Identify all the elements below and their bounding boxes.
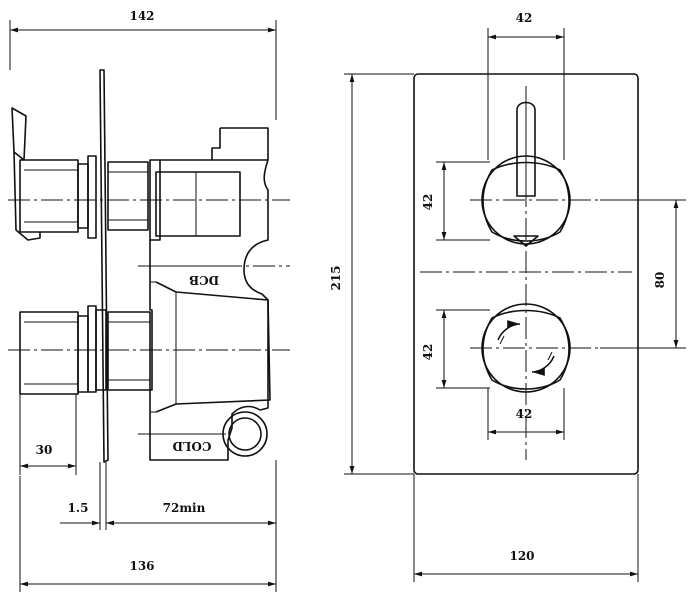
dim-42-top-width: 42 xyxy=(516,11,533,25)
side-view: DCB COLD xyxy=(8,69,290,463)
dim-80: 80 xyxy=(653,272,667,289)
dim-42-top-height: 42 xyxy=(421,194,435,211)
outlet-label-top: DCB xyxy=(189,273,219,287)
dim-120: 120 xyxy=(509,549,534,563)
dim-1-5: 1.5 xyxy=(68,501,89,515)
dim-136: 136 xyxy=(129,559,154,573)
lower-spindle xyxy=(107,311,151,391)
side-dimensions: 142 30 1.5 72min 136 xyxy=(9,9,277,592)
dim-215: 215 xyxy=(329,265,343,290)
faceplate xyxy=(413,73,639,475)
lower-knob-handle xyxy=(19,305,107,395)
upper-lever-handle xyxy=(11,107,97,241)
front-view xyxy=(413,73,639,475)
front-dimensions: 42 42 42 42 80 215 120 xyxy=(329,11,686,582)
dim-42-bottom-height: 42 xyxy=(421,344,435,361)
outlet-label-bottom: COLD xyxy=(173,439,212,453)
upper-spindle xyxy=(107,161,149,231)
dim-42-bottom-width: 42 xyxy=(516,407,533,421)
dim-142: 142 xyxy=(129,9,154,23)
wall-plate xyxy=(99,69,109,463)
dim-30: 30 xyxy=(36,443,53,457)
dim-72min: 72min xyxy=(163,501,206,515)
valve-body xyxy=(149,127,271,461)
